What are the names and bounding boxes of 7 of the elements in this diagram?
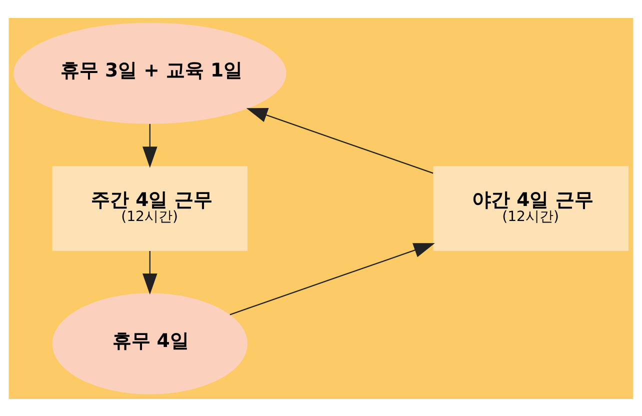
node-box: 주간 4일 근무 (12시간)	[52, 166, 248, 250]
arrow	[142, 250, 158, 294]
arrow	[246, 108, 434, 174]
node-box: 야간 4일 근무 (12시간)	[433, 166, 628, 250]
node-ellipse: 휴무 4일	[52, 292, 248, 394]
arrow	[142, 123, 158, 168]
arrow	[230, 242, 435, 315]
